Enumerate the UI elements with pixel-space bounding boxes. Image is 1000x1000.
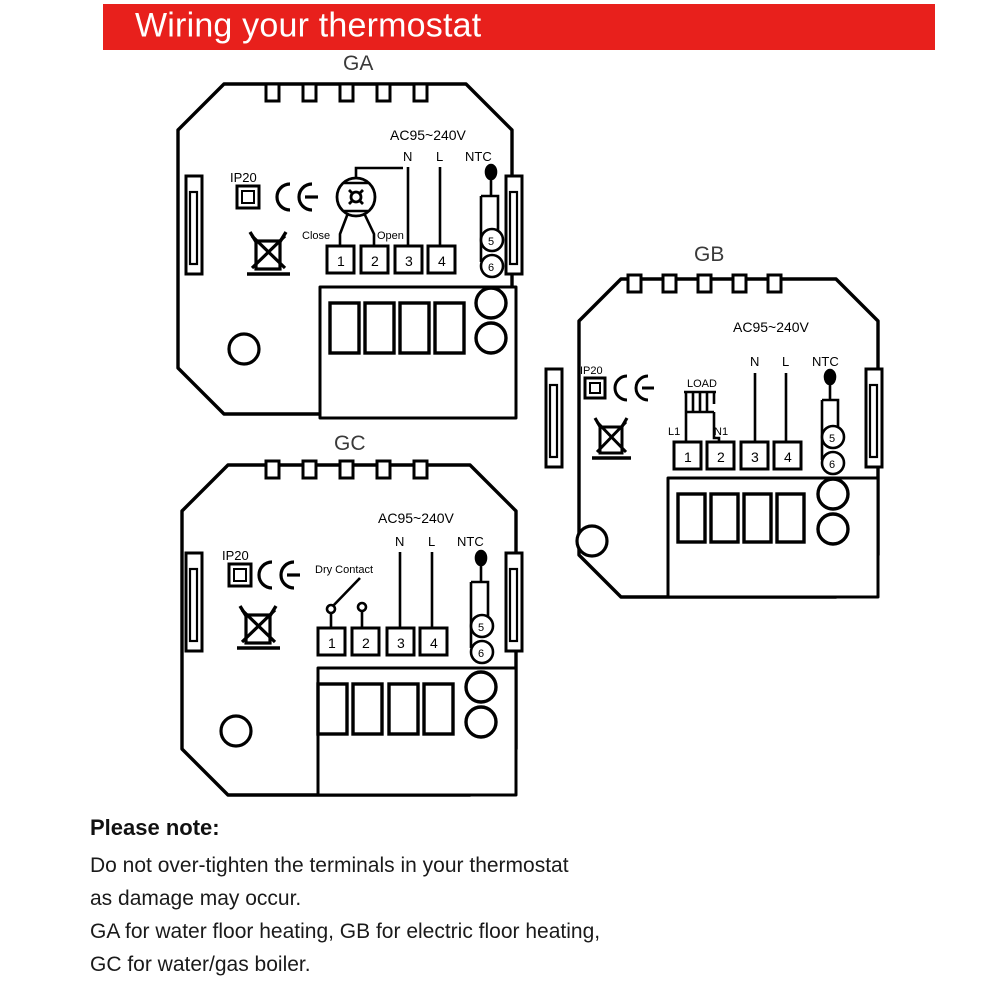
ga-sensor-label: NTC: [465, 149, 492, 164]
page-title: Wiring your thermostat: [135, 6, 482, 45]
ga-class-ii-square-icon: [235, 184, 261, 210]
gc-left-rail: [184, 551, 204, 653]
ga-screw-hole: [227, 332, 261, 366]
gc-terminal-3: 3: [397, 635, 405, 651]
gc-dry-contact-switch-icon: [325, 577, 368, 628]
diagram-gc: IP20 AC95~240V Dry Contact: [180, 459, 524, 797]
gc-screw-hole: [219, 714, 253, 748]
gb-sensor-terminal-6: 6: [829, 459, 835, 471]
gb-sensor-label: NTC: [812, 354, 839, 369]
gc-lower-terminal-slots: [316, 682, 455, 736]
ga-ce-mark-icon: [275, 182, 318, 212]
gb-top-tabs: [626, 273, 783, 294]
gb-wire-label-l: L: [782, 354, 789, 369]
gc-ip-rating: IP20: [222, 548, 249, 563]
note-block: Please note: Do not over-tighten the ter…: [90, 815, 790, 981]
gc-wire-label-n: N: [395, 534, 404, 549]
ga-terminal-2: 2: [371, 253, 379, 269]
note-line-2: as damage may occur.: [90, 887, 302, 910]
note-line-4: GC for water/gas boiler.: [90, 953, 311, 976]
gb-lower-sensor-rings: [816, 477, 850, 546]
ga-terminal-3: 3: [405, 253, 413, 269]
gc-terminal-4: 4: [430, 635, 438, 651]
gb-terminal-3: 3: [751, 449, 759, 465]
note-line-1: Do not over-tighten the terminals in you…: [90, 854, 569, 877]
ga-valve-actuator-icon: [335, 166, 403, 246]
gc-ce-mark-icon: [257, 560, 300, 590]
ga-terminals: 1 2 3 4: [325, 244, 457, 275]
ga-left-rail: [184, 174, 204, 276]
gc-sensor-terminal-6: 6: [478, 648, 484, 660]
diagram-gb: IP20 AC95~240V LOAD L1 N1: [544, 273, 884, 599]
gb-sensor-terminals: 5 6: [820, 424, 846, 476]
note-heading: Please note:: [90, 815, 220, 840]
gc-terminal-1: 1: [328, 635, 336, 651]
ga-ip-rating: IP20: [230, 170, 257, 185]
gc-right-rail: [504, 551, 524, 653]
ga-lower-terminal-slots: [328, 301, 466, 355]
ga-supply-label: AC95~240V: [390, 127, 467, 143]
gb-sensor-terminal-5: 5: [829, 433, 835, 445]
ga-sensor-terminal-6: 6: [488, 262, 494, 274]
gc-sensor-terminal-5: 5: [478, 622, 484, 634]
note-line-3: GA for water floor heating, GB for elect…: [90, 920, 601, 943]
gb-right-rail: [864, 367, 884, 469]
ga-right-rail: [504, 174, 524, 276]
diagram-caption-ga: GA: [343, 52, 374, 75]
gb-class-ii-square-icon: [583, 376, 607, 400]
gb-lower-terminal-slots: [676, 492, 806, 544]
ga-wire-label-l: L: [436, 149, 443, 164]
gb-terminal-1: 1: [684, 449, 692, 465]
gc-terminal-2: 2: [362, 635, 370, 651]
ga-sensor-terminal-5: 5: [488, 236, 494, 248]
gb-ce-mark-icon: [613, 374, 654, 402]
gc-sensor-label: NTC: [457, 534, 484, 549]
ga-top-tabs: [264, 82, 429, 103]
ga-terminal-4: 4: [438, 253, 446, 269]
gc-supply-wires: [398, 552, 434, 628]
gc-supply-label: AC95~240V: [378, 510, 455, 526]
ga-sensor-terminals: 5 6: [479, 227, 505, 279]
gb-action-label-n1: N1: [714, 426, 728, 438]
diagram-caption-gc: GC: [334, 432, 366, 455]
gb-wire-label-n: N: [750, 354, 759, 369]
header-banner: Wiring your thermostat: [103, 4, 935, 50]
gb-device-label: LOAD: [687, 378, 717, 390]
gc-lower-sensor-rings: [464, 670, 498, 739]
gb-terminal-4: 4: [784, 449, 792, 465]
gb-screw-hole: [575, 524, 609, 558]
gb-terminals: 1 2 3 4: [672, 440, 803, 471]
gb-terminal-2: 2: [717, 449, 725, 465]
gb-ntc-probe-icon: [820, 368, 840, 460]
ga-action-label-close: Close: [302, 230, 330, 242]
ga-weee-icon: [247, 231, 290, 276]
gc-ntc-probe-icon: [469, 549, 490, 648]
ga-ntc-probe-icon: [479, 163, 500, 262]
gc-wire-label-l: L: [428, 534, 435, 549]
gc-top-tabs: [264, 459, 429, 480]
ga-action-label-open: Open: [377, 230, 404, 242]
gc-weee-icon: [237, 605, 280, 650]
ga-wire-label-n: N: [403, 149, 412, 164]
ga-supply-wires: [406, 167, 442, 246]
gc-device-label: Dry Contact: [315, 564, 373, 576]
gc-terminals: 1 2 3 4: [316, 626, 449, 657]
diagram-caption-gb: GB: [694, 243, 725, 266]
diagram-ga: IP20 AC95~240V: [176, 82, 524, 420]
ga-lower-sensor-rings: [474, 286, 508, 355]
gb-ip-rating: IP20: [580, 365, 603, 377]
gc-sensor-terminals: 5 6: [469, 613, 495, 665]
gc-class-ii-square-icon: [227, 562, 253, 588]
gb-action-label-l1: L1: [668, 426, 680, 438]
gb-weee-icon: [592, 417, 631, 460]
gb-supply-label: AC95~240V: [733, 319, 810, 335]
ga-terminal-1: 1: [337, 253, 345, 269]
gb-left-rail: [544, 367, 564, 469]
